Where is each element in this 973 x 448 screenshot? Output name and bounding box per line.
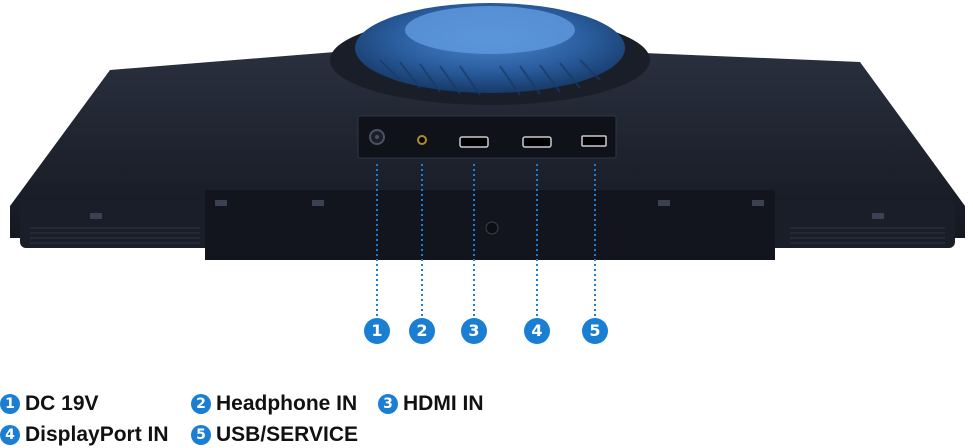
legend-label: USB/SERVICE [216, 423, 358, 446]
legend-item-usb: 5 USB/SERVICE [191, 423, 358, 447]
displayport-port [522, 136, 552, 148]
legend-number: 4 [0, 425, 20, 445]
callout-4: 4 [524, 318, 550, 344]
legend-label: DisplayPort IN [25, 423, 169, 446]
legend-item-dc: 1 DC 19V [0, 392, 99, 416]
callout-2: 2 [409, 318, 435, 344]
vent-grill-left [30, 227, 200, 244]
callout-1: 1 [364, 318, 390, 344]
usb-port [581, 135, 607, 147]
legend-number: 3 [378, 394, 398, 414]
port-legend: 1 DC 19V 2 Headphone IN 3 HDMI IN 4 Disp… [0, 390, 973, 448]
legend-number: 5 [191, 425, 211, 445]
vent-grill-right [790, 227, 945, 244]
legend-item-hdmi: 3 HDMI IN [378, 392, 484, 416]
legend-label: DC 19V [25, 392, 99, 415]
hdmi-port [459, 136, 489, 148]
legend-item-headphone: 2 Headphone IN [191, 392, 357, 416]
legend-item-displayport: 4 DisplayPort IN [0, 423, 169, 447]
legend-number: 2 [191, 394, 211, 414]
legend-label: HDMI IN [403, 392, 484, 415]
callout-3: 3 [461, 318, 487, 344]
legend-number: 1 [0, 394, 20, 414]
headphone-port [417, 135, 427, 145]
callout-5: 5 [582, 318, 608, 344]
legend-label: Headphone IN [216, 392, 358, 415]
